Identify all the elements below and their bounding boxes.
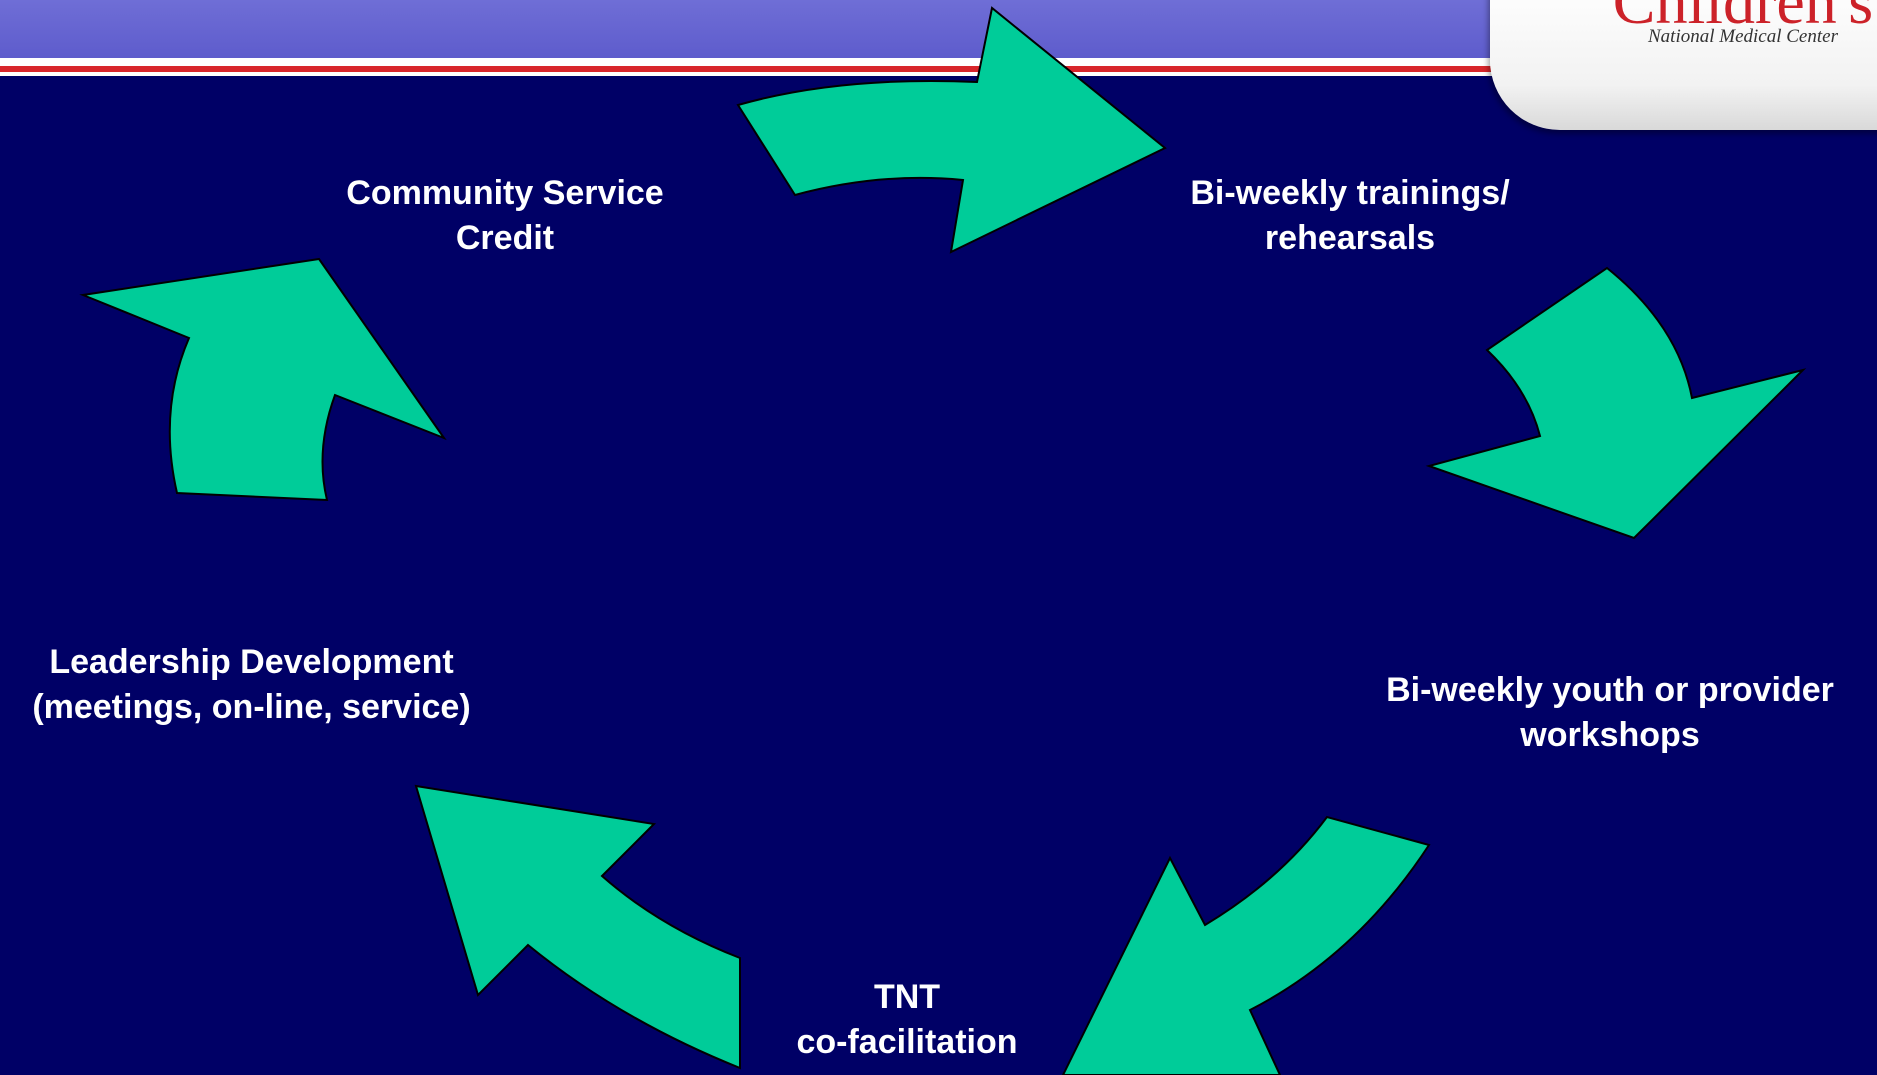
curved-arrow-icon [414, 784, 741, 1070]
step-label-line: co-facilitation [796, 1023, 1018, 1061]
step-label-line: (meetings, on-line, service) [32, 688, 471, 726]
step-label-line: Leadership Development [49, 643, 454, 681]
step-tnt-label: TNT co-facilitation [757, 975, 1057, 1065]
step-label-line: TNT [873, 978, 941, 1016]
step-label-line: Bi-weekly youth or provider [1386, 671, 1834, 709]
step-trainings-label: Bi-weekly trainings/ rehearsals [1135, 171, 1565, 261]
header-stripe [0, 58, 1877, 66]
step-label-line: rehearsals [1264, 219, 1436, 257]
curved-arrow-icon [736, 6, 1167, 254]
logo: Children's National Medical Center [1490, 0, 1877, 130]
curved-arrow-icon [1425, 266, 1807, 540]
step-label-line: Credit [455, 219, 555, 257]
step-label-line: Bi-weekly trainings/ [1190, 174, 1510, 212]
curved-arrow-icon [1061, 815, 1431, 1075]
header-stripe [0, 72, 1877, 76]
step-leadership-label: Leadership Development (meetings, on-lin… [0, 640, 503, 730]
header-stripe-red [0, 66, 1877, 72]
step-label-line: Community Service [346, 174, 664, 212]
logo-subtitle: National Medical Center [1648, 26, 1838, 47]
logo-title: Children's [1612, 0, 1874, 37]
step-community-label: Community Service Credit [305, 171, 705, 261]
step-workshops-label: Bi-weekly youth or provider workshops [1345, 668, 1875, 758]
curved-arrow-icon [79, 257, 447, 502]
step-label-line: workshops [1520, 716, 1700, 754]
